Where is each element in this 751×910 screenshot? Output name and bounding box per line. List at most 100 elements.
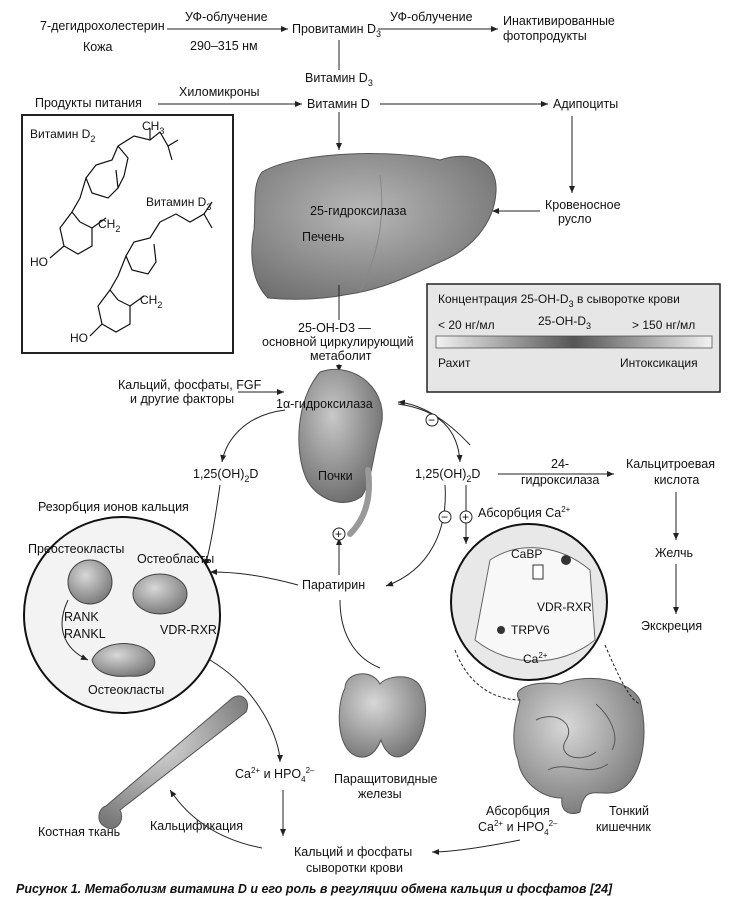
- label-ca-hpo4-bone: Ca2+ и HPO42–: [235, 766, 315, 784]
- label-vdr-rxr-bone: VDR-RXR: [160, 623, 217, 637]
- label-vitamin-d3-structure: Витамин D3: [146, 195, 211, 212]
- liver-icon: [251, 153, 497, 300]
- label-ch2-b: CH2: [140, 293, 162, 310]
- arrow-to-calcitriol-right: [397, 403, 463, 463]
- label-kidneys: Почки: [318, 469, 353, 483]
- label-bone-tissue: Костная ткань: [38, 825, 120, 839]
- label-calcitriol-left: 1,25(OH)2D: [193, 467, 258, 484]
- bone-resorption-circle: [23, 516, 221, 714]
- label-ho-a: HO: [30, 255, 48, 269]
- small-intestine-icon: [513, 677, 645, 814]
- label-adipocytes: Адипоциты: [553, 97, 618, 111]
- minus-sign-icon: [425, 413, 439, 427]
- label-vitamin-d2: Витамин D2: [30, 127, 95, 144]
- minus-sign-pth-icon: [438, 510, 452, 524]
- svg-text:+: +: [335, 527, 342, 541]
- label-liver: Печень: [302, 230, 344, 244]
- label-ca-absorption: Абсорбция Ca2+: [478, 505, 571, 520]
- vitamin-d-metabolism-diagram: 7-дегидрохолестерин Кожа УФ-облучение 29…: [21, 10, 721, 875]
- vitamin-d2-structure-icon: [49, 128, 179, 259]
- label-inactive-2: фотопродукты: [503, 29, 587, 43]
- label-25-oh-d3-2: основной циркулирующий: [262, 335, 414, 349]
- label-calcitroic-acid-1: Кальцитроевая: [626, 457, 715, 471]
- label-absorption-ca-hpo4: Ca2+ и HPO42–: [478, 819, 558, 837]
- arrow-calcitriol-inhibits-pth: [385, 484, 446, 587]
- label-ho-b: HO: [70, 331, 88, 345]
- label-1a-hydroxylase: 1α-гидроксилаза: [276, 397, 373, 411]
- label-vdr-rxr-intestine: VDR-RXR: [537, 600, 592, 614]
- figure-caption: Рисунок 1. Метаболизм витамина D и его р…: [16, 882, 613, 896]
- svg-text:−: −: [428, 413, 435, 427]
- label-25-oh-d3-1: 25-OH-D3 —: [298, 321, 371, 335]
- label-factors-2: и другие факторы: [130, 392, 234, 406]
- label-trpv6: TRPV6: [511, 623, 550, 637]
- preosteoclast-cell-icon: [67, 559, 113, 605]
- label-24-hydroxylase-1: 24-: [551, 457, 569, 471]
- label-calcification: Кальцификация: [150, 819, 243, 833]
- concentration-gradient-bar: [435, 335, 713, 349]
- label-absorption-2: Абсорбция: [486, 804, 550, 818]
- label-factors-1: Кальций, фосфаты, FGF: [118, 378, 262, 392]
- label-calcitroic-acid-2: кислота: [654, 473, 699, 487]
- label-vitamin-d3-mid: Витамин D3: [305, 71, 373, 88]
- label-calcium-resorption: Резорбция ионов кальция: [38, 500, 189, 514]
- label-osteoblasts: Остеобласты: [137, 552, 214, 566]
- scale-low: < 20 нг/мл: [438, 318, 495, 332]
- label-vitamin-d: Витамин D: [307, 97, 370, 111]
- kidney-icon: [298, 368, 383, 503]
- scale-rickets: Рахит: [438, 356, 471, 370]
- label-rankl: RANKL: [64, 627, 106, 641]
- arrow-pth-to-bone: [209, 569, 299, 586]
- label-cabp: CaBP: [511, 547, 542, 561]
- molecule-structures-box: [21, 114, 234, 354]
- svg-text:+: +: [462, 510, 469, 524]
- label-7-dehydrocholesterol: 7-дегидрохолестерин: [40, 19, 165, 33]
- scale-high: > 150 нг/мл: [632, 318, 695, 332]
- trpv6-channel-icon: [497, 626, 505, 634]
- label-ca-ion: Ca2+: [523, 651, 548, 666]
- label-bloodstream-2: русло: [558, 212, 592, 226]
- label-inactive-1: Инактивированные: [503, 14, 615, 28]
- nucleus-receptor-icon: [532, 564, 544, 580]
- label-osteoclasts: Остеокласты: [88, 683, 164, 697]
- arrow-calcitriol-to-bone: [204, 484, 221, 567]
- label-serum-ca-phosphate-1: Кальций и фосфаты: [294, 845, 412, 859]
- label-calcitriol-right: 1,25(OH)2D: [415, 467, 480, 484]
- label-25-oh-d3-3: метаболит: [310, 349, 372, 363]
- label-ch3: CH3: [142, 119, 164, 136]
- arrow-bone-to-ca-hpo4: [209, 659, 283, 763]
- label-small-intestine-2: кишечник: [596, 820, 651, 834]
- scale-mid: 25-OH-D3: [538, 314, 591, 331]
- label-ch2-a: CH2: [98, 217, 120, 234]
- scale-intoxication: Интоксикация: [620, 356, 698, 370]
- bone-icon: [98, 695, 248, 830]
- plus-sign-intestine-icon: [459, 510, 473, 524]
- osteoclast-cell-icon: [91, 643, 156, 677]
- label-provitamin-d3: Провитамин D3: [292, 22, 381, 39]
- label-parathyrin: Паратирин: [302, 578, 365, 592]
- label-uv-irradiation-1: УФ-облучение: [185, 10, 268, 24]
- label-wavelength: 290–315 нм: [190, 39, 258, 53]
- ureter-icon: [347, 467, 372, 537]
- label-25-hydroxylase: 25-гидроксилаза: [310, 204, 406, 218]
- label-rank: RANK: [64, 610, 99, 624]
- label-preosteoclasts: Преостеокласты: [28, 542, 124, 556]
- plus-sign-kidney-icon: [332, 527, 346, 541]
- arrow-serum-to-bone: [169, 789, 263, 849]
- osteoblast-cell-icon: [132, 573, 188, 615]
- label-food: Продукты питания: [35, 96, 142, 110]
- label-parathyroid-2: железы: [358, 787, 402, 801]
- cabp-protein-icon: [561, 555, 571, 565]
- label-parathyroid-1: Паращитовидные: [334, 772, 437, 786]
- label-excretion: Экскреция: [641, 619, 702, 633]
- svg-text:−: −: [441, 510, 448, 524]
- label-chylomicrons: Хиломикроны: [179, 85, 260, 99]
- parathyroid-glands-icon: [338, 673, 427, 758]
- scale-title: Концентрация 25-OH-D3 в сыворотке крови: [438, 292, 680, 309]
- label-bile: Желчь: [655, 546, 693, 560]
- label-bloodstream-1: Кровеносное: [545, 198, 621, 212]
- label-skin: Кожа: [83, 40, 112, 54]
- label-serum-ca-phosphate-2: сыворотки крови: [306, 861, 403, 875]
- vitamin-d3-structure-icon: [89, 201, 213, 337]
- arrow-intestine-to-serum: [431, 839, 521, 855]
